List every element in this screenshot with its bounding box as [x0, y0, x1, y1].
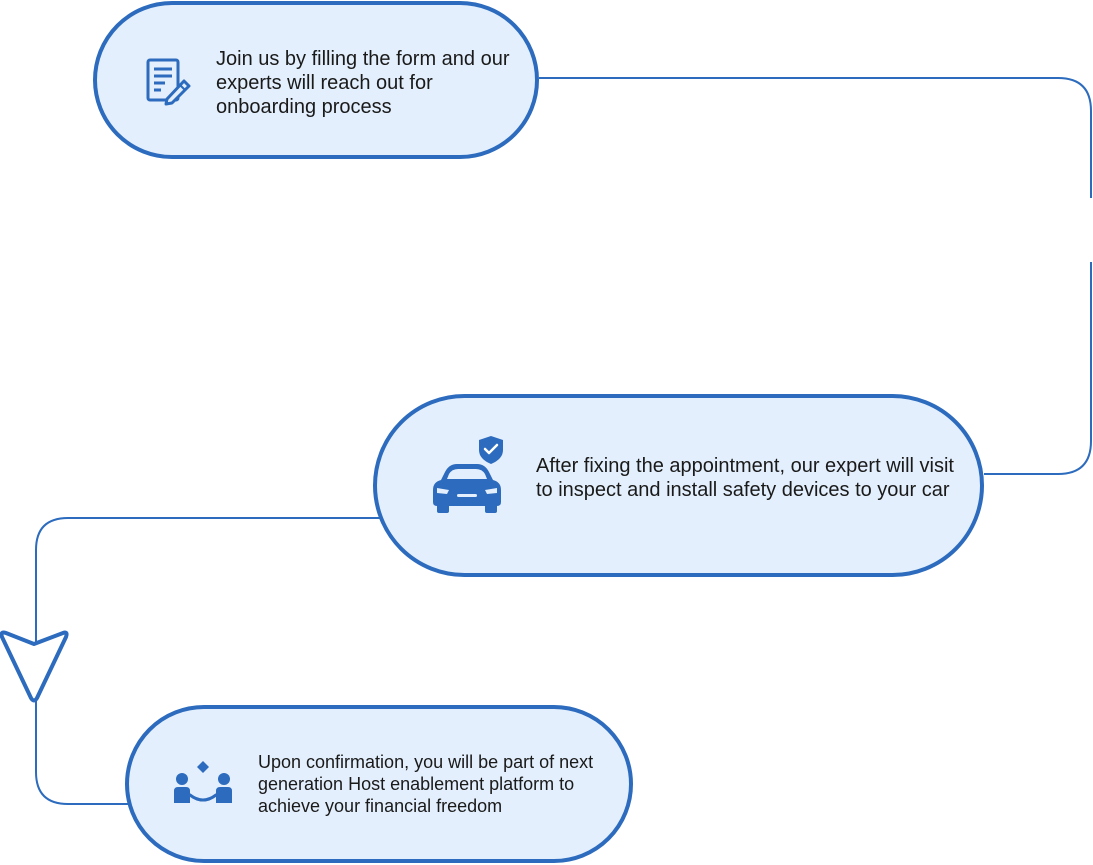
step-1-card: Join us by filling the form and our expe… [93, 1, 539, 159]
connector-1-to-2-upper [539, 77, 1092, 198]
step-3-text: Upon confirmation, you will be part of n… [258, 752, 594, 816]
form-edit-icon [145, 57, 191, 107]
car-shield-icon [427, 434, 507, 516]
people-connect-icon [172, 759, 234, 811]
down-arrow-icon [0, 630, 69, 703]
connector-1-to-2-lower [984, 262, 1092, 475]
step-2-text: After fixing the appointment, our expert… [536, 455, 954, 501]
step-1-text: Join us by filling the form and our expe… [216, 48, 510, 118]
step-2-card: After fixing the appointment, our expert… [373, 394, 984, 577]
step-3-card: Upon confirmation, you will be part of n… [125, 705, 633, 863]
